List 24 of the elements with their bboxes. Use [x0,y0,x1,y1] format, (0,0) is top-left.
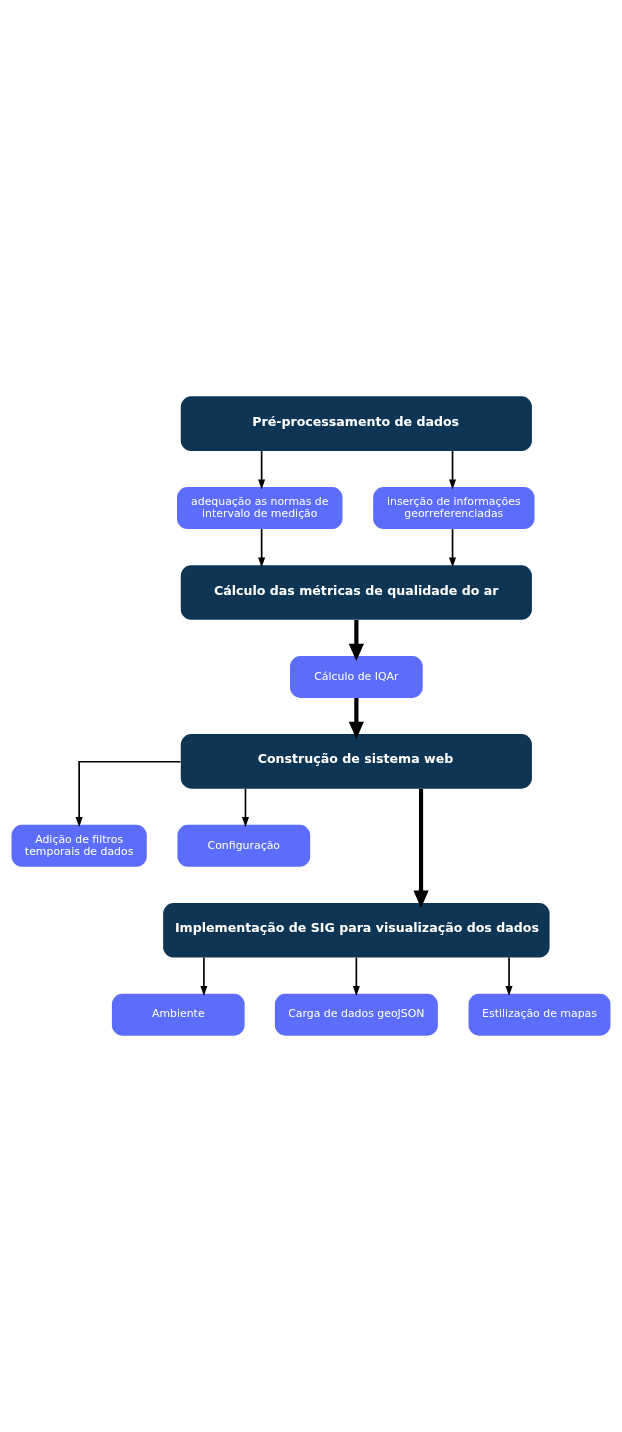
node-box: Ambiente [111,993,245,1036]
node-box: Carga de dados geoJSON [274,993,438,1036]
node-box: Construção de sistema web [180,734,532,789]
arrow [413,788,429,908]
arrow [200,956,208,997]
node-box: Estilização de mapas [468,993,611,1036]
arrow [449,450,457,490]
node-box: Cálculo das métricas de qualidade do ar [180,565,532,620]
arrow [352,956,360,997]
node-box: Pré-processamento de dados [180,396,532,451]
arrow [449,528,457,568]
node-box: Cálculo de IQAr [290,655,423,698]
node-box: inserção de informações georreferenciadas [373,487,535,530]
arrow [348,698,364,740]
arrow [241,787,249,828]
node-box: Adição de filtros temporais de dados [11,824,147,867]
arrow [258,450,266,490]
node-box: Configuração [177,824,311,867]
arrow [505,956,513,997]
node-box: adequação as normas de intervalo de medição [177,487,343,530]
arrow [258,528,266,568]
node-box: Implementação de SIG para visualização dos dados [163,902,550,958]
arrow [348,619,364,662]
arrow [75,760,182,828]
